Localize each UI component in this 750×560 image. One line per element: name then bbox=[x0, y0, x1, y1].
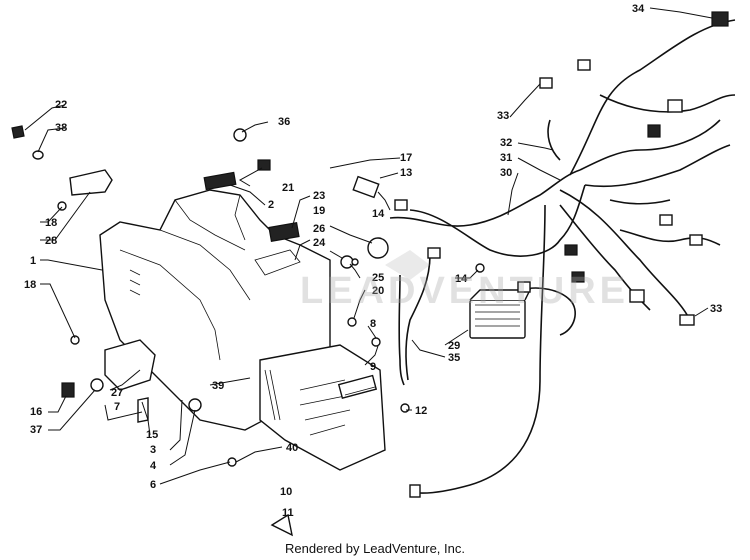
callout-16: 16 bbox=[30, 406, 42, 418]
callout-18: 18 bbox=[45, 217, 57, 229]
callout-4: 4 bbox=[150, 460, 157, 472]
callout-27: 27 bbox=[111, 387, 123, 399]
callout-31: 31 bbox=[500, 152, 512, 164]
callout-37: 37 bbox=[30, 424, 42, 436]
callout-14b: 14 bbox=[455, 273, 468, 285]
bottom-bracket bbox=[104, 339, 156, 391]
callout-33b: 33 bbox=[710, 303, 722, 315]
label-plate-icon bbox=[203, 171, 237, 191]
watermark-logo-icon bbox=[385, 250, 430, 280]
callout-28: 28 bbox=[45, 235, 57, 247]
callout-33: 33 bbox=[497, 110, 509, 122]
callout-17: 17 bbox=[400, 152, 412, 164]
callout-23: 23 bbox=[313, 190, 325, 202]
leader-lines bbox=[24, 7, 713, 485]
callout-25: 25 bbox=[372, 272, 384, 284]
callout-12: 12 bbox=[415, 405, 427, 417]
callout-19: 19 bbox=[313, 205, 325, 217]
callout-20: 20 bbox=[372, 285, 384, 297]
label-plate-icon bbox=[268, 221, 300, 243]
callout-22: 22 bbox=[55, 99, 67, 111]
callout-11: 11 bbox=[282, 507, 294, 519]
footer-credit: Rendered by LeadVenture, Inc. bbox=[285, 541, 465, 556]
callout-18b: 18 bbox=[24, 279, 36, 291]
callout-15: 15 bbox=[146, 429, 158, 441]
callout-2: 2 bbox=[268, 199, 274, 211]
hardware bbox=[11, 125, 485, 537]
callout-35: 35 bbox=[448, 352, 460, 364]
wiring-harness bbox=[389, 19, 736, 494]
callout-10: 10 bbox=[280, 486, 292, 498]
callout-30: 30 bbox=[500, 167, 512, 179]
callout-32: 32 bbox=[500, 137, 512, 149]
callout-39: 39 bbox=[212, 380, 224, 392]
callout-numbers: 22 38 18 28 1 18 27 7 16 37 15 3 4 6 39 … bbox=[24, 3, 722, 519]
callout-38: 38 bbox=[55, 122, 67, 134]
callout-3: 3 bbox=[150, 444, 156, 456]
top-bracket bbox=[69, 169, 113, 196]
connectors bbox=[394, 11, 729, 498]
callout-8: 8 bbox=[370, 318, 376, 330]
callout-34: 34 bbox=[632, 3, 645, 15]
side-panel bbox=[259, 344, 386, 471]
callout-6: 6 bbox=[150, 479, 156, 491]
callout-9: 9 bbox=[370, 361, 376, 373]
callout-29: 29 bbox=[448, 340, 460, 352]
callout-40: 40 bbox=[286, 442, 298, 454]
callout-36: 36 bbox=[278, 116, 290, 128]
callout-26: 26 bbox=[313, 223, 325, 235]
callout-14: 14 bbox=[372, 208, 385, 220]
watermark-text: LEADVENTURE bbox=[300, 270, 630, 312]
switches bbox=[340, 175, 389, 269]
callout-13: 13 bbox=[400, 167, 412, 179]
voltage-regulator bbox=[469, 289, 532, 339]
callout-1: 1 bbox=[30, 255, 36, 267]
callout-24: 24 bbox=[313, 237, 326, 249]
callout-21: 21 bbox=[282, 182, 294, 194]
callout-7: 7 bbox=[114, 401, 120, 413]
